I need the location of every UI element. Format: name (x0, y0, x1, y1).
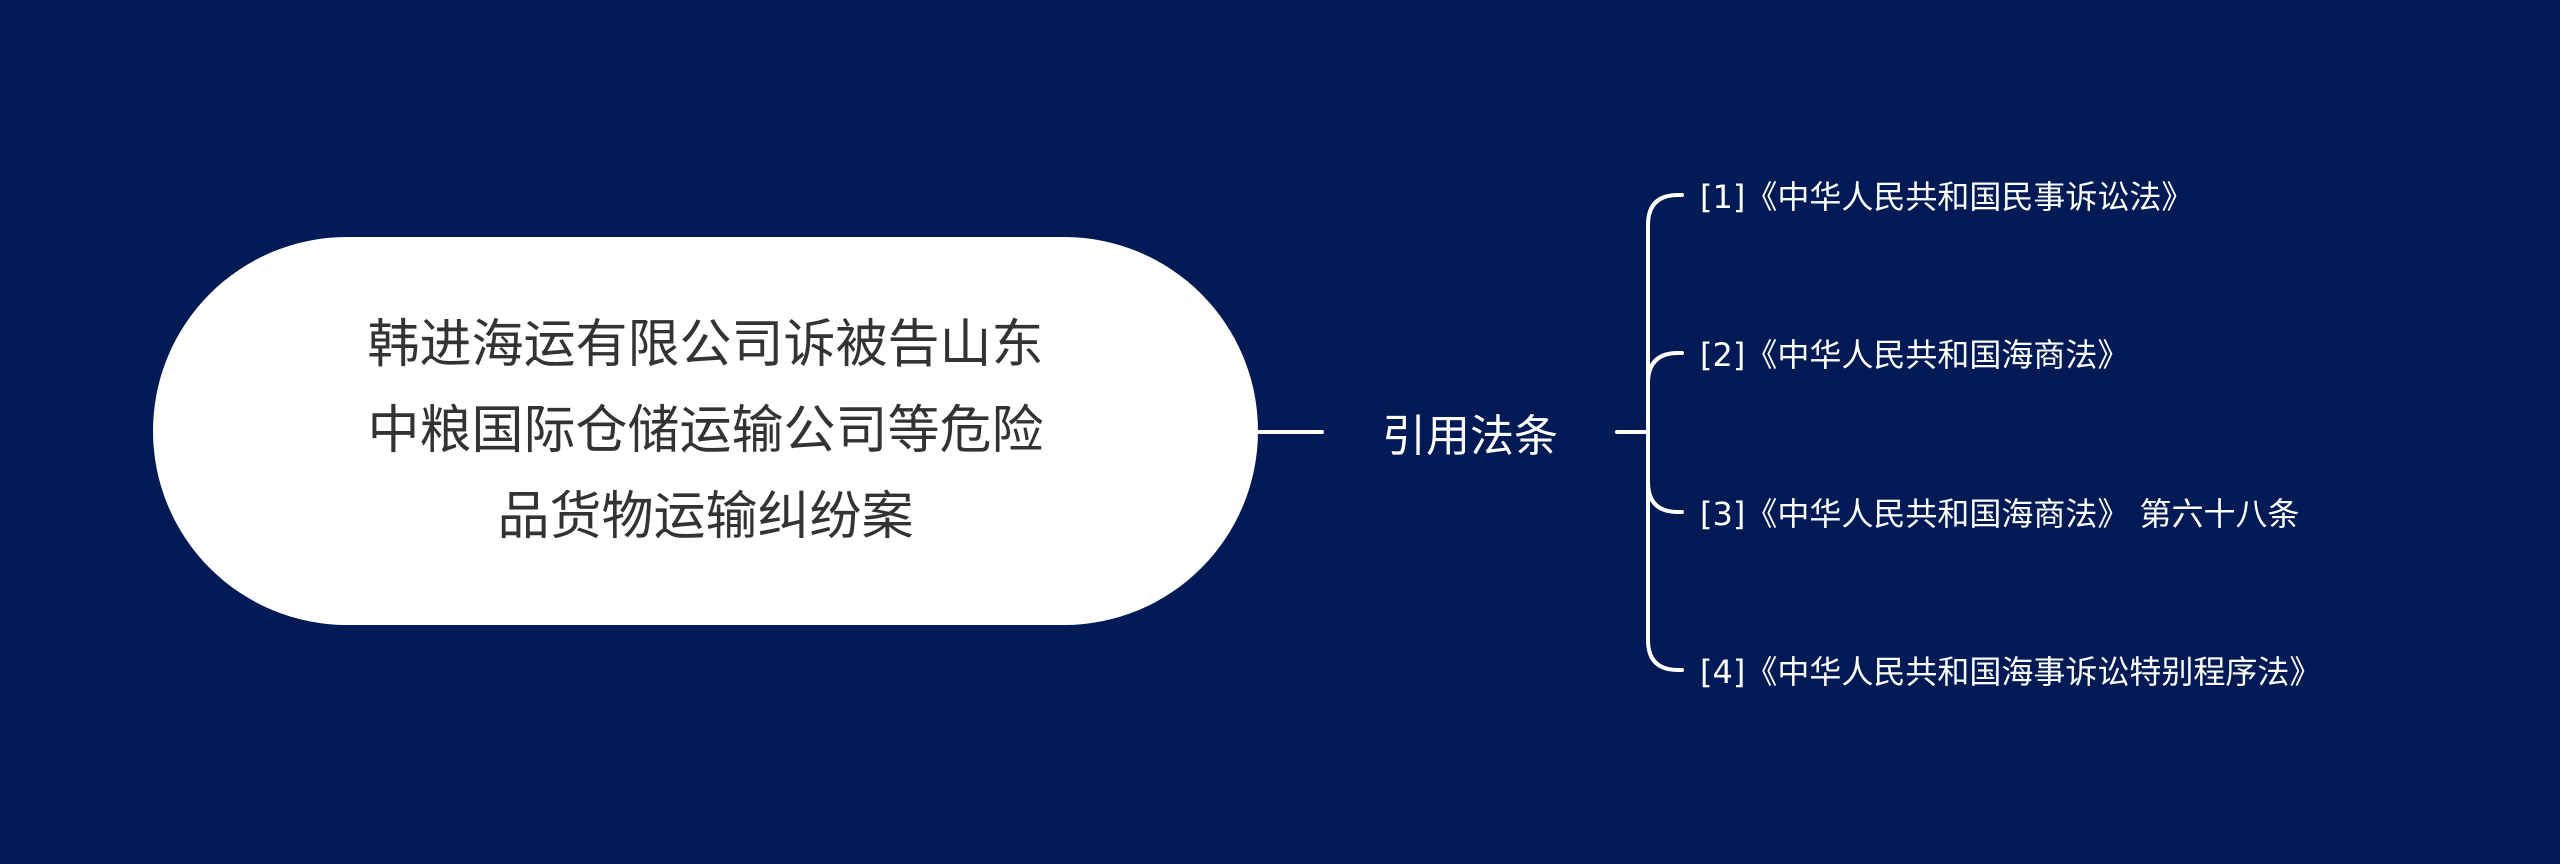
leaf-connector-3 (1646, 430, 1684, 514)
leaf-node[interactable]: [3]《中华人民共和国海商法》 第六十八条 (1700, 495, 2300, 533)
leaf-node[interactable]: [4]《中华人民共和国海事诉讼特别程序法》 (1700, 653, 2322, 691)
leaf-connector-1 (1646, 193, 1684, 434)
leaf-node[interactable]: [1]《中华人民共和国民事诉讼法》 (1700, 178, 2194, 216)
leaf-node[interactable]: [2]《中华人民共和国海商法》 (1700, 336, 2130, 374)
branch-label: 引用法条 (1382, 411, 1558, 462)
leaf-connector-2 (1646, 351, 1684, 434)
leaf-connector-4 (1646, 430, 1684, 672)
root-node[interactable]: 韩进海运有限公司诉被告山东中粮国际仓储运输公司等危险品货物运输纠纷案 (153, 237, 1258, 625)
root-title: 韩进海运有限公司诉被告山东中粮国际仓储运输公司等危险品货物运输纠纷案 (367, 315, 1044, 547)
branch-node-cited-laws[interactable]: 引用法条 (1325, 392, 1615, 472)
